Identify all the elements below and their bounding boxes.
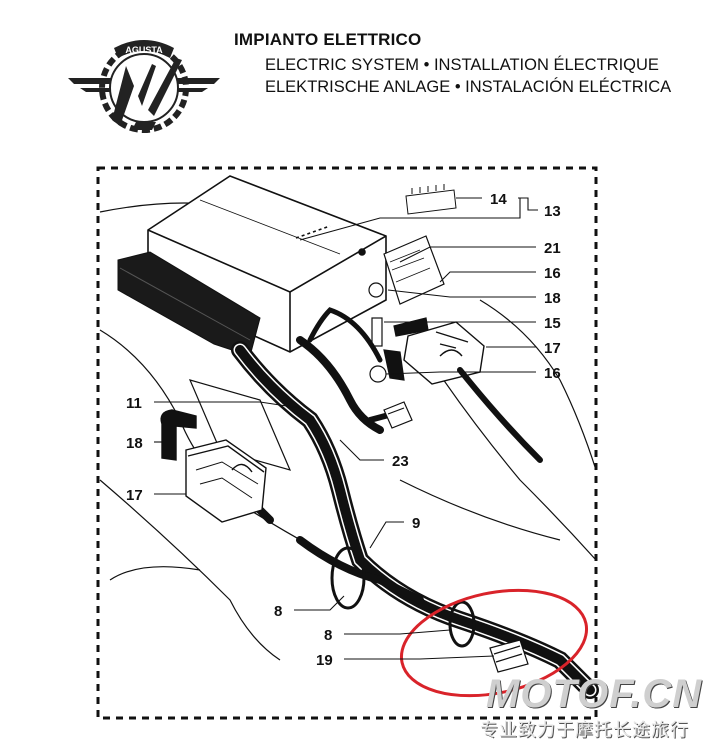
callout-11: 11 [126, 395, 142, 412]
callout-21: 21 [544, 240, 561, 257]
callout-9: 9 [412, 515, 420, 532]
ground-hardware [368, 282, 429, 383]
mv-agusta-logo: AGUSTA [68, 40, 220, 133]
callout-17-left: 17 [126, 487, 143, 504]
callout-8-upper: 8 [274, 603, 282, 620]
highlight-circle [399, 588, 589, 698]
callout-18-upper: 18 [544, 290, 561, 307]
callout-15: 15 [544, 315, 561, 332]
cable-ties [330, 546, 476, 648]
relay-17-left [160, 409, 267, 523]
page-subtitle-2: ELEKTRISCHE ANLAGE • INSTALACIÓN ELÉCTRI… [265, 78, 672, 96]
connector-19 [489, 639, 529, 673]
callout-19: 19 [316, 652, 333, 669]
callout-14: 14 [490, 191, 507, 208]
connector-strip-14 [405, 184, 457, 215]
label-plate [383, 235, 445, 305]
callout-8-lower: 8 [324, 627, 332, 644]
callout-16-upper: 16 [544, 265, 561, 282]
title-block: IMPIANTO ELETTRICO ELECTRIC SYSTEM • INS… [234, 30, 671, 98]
page-title: IMPIANTO ELETTRICO [234, 30, 422, 49]
connector-23 [383, 401, 413, 429]
page-header: AGUSTA IMPIANTO ELETTRICO ELECTRIC SYSTE… [0, 0, 724, 160]
leader-lines [154, 197, 538, 660]
callout-18-left: 18 [126, 435, 143, 452]
callout-17-upper: 17 [544, 340, 561, 357]
watermark-tagline: 专业致力于摩托长途旅行 [480, 720, 689, 741]
page-subtitle-1: ELECTRIC SYSTEM • INSTALLATION ÉLECTRIQU… [265, 56, 659, 74]
logo-banner-text: AGUSTA [125, 45, 163, 55]
callout-13: 13 [544, 203, 561, 220]
diagram-frame [96, 166, 598, 720]
callout-16-lower: 16 [544, 365, 561, 382]
callout-23: 23 [392, 453, 409, 470]
watermark-logo: MOTOF.CN [486, 672, 703, 716]
